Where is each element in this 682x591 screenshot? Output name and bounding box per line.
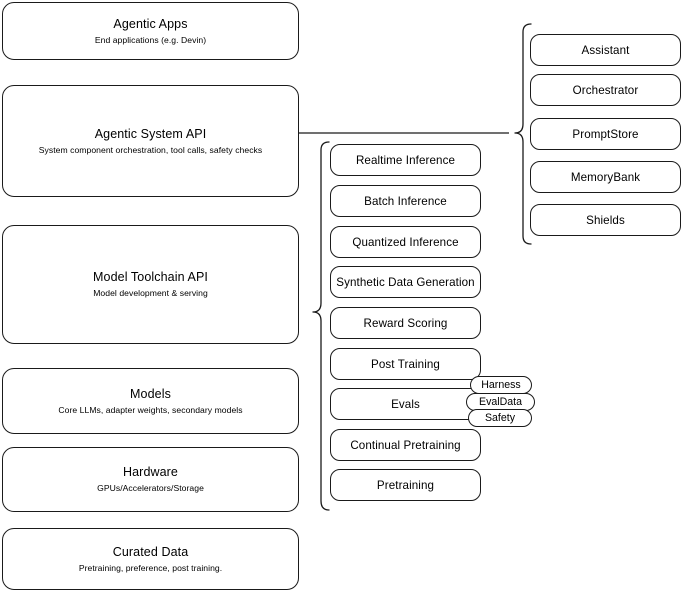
eval-badge-safety[interactable]: Safety — [468, 409, 532, 427]
toolchain-label: Batch Inference — [364, 194, 447, 208]
toolchain-box-realtime-inference[interactable]: Realtime Inference — [330, 144, 481, 176]
eval-badge-label: EvalData — [479, 396, 522, 408]
layer-box-agentic-apps[interactable]: Agentic Apps End applications (e.g. Devi… — [2, 2, 299, 60]
component-box-memorybank[interactable]: MemoryBank — [530, 161, 681, 193]
toolchain-box-reward-scoring[interactable]: Reward Scoring — [330, 307, 481, 339]
component-label: PromptStore — [572, 127, 639, 141]
toolchain-box-evals[interactable]: Evals — [330, 388, 481, 420]
toolchain-label: Continual Pretraining — [350, 438, 461, 452]
toolchain-box-synthetic-data-generation[interactable]: Synthetic Data Generation — [330, 266, 481, 298]
toolchain-box-pretraining[interactable]: Pretraining — [330, 469, 481, 501]
component-label: Shields — [586, 213, 625, 227]
layer-title: Agentic System API — [94, 126, 207, 141]
toolchain-label: Evals — [391, 397, 420, 411]
layer-title: Agentic Apps — [113, 16, 188, 31]
component-box-assistant[interactable]: Assistant — [530, 34, 681, 66]
layer-title: Model Toolchain API — [93, 270, 208, 284]
layer-subtitle: Pretraining, preference, post training. — [78, 562, 223, 573]
layer-title: Hardware — [123, 465, 178, 479]
toolchain-box-quantized-inference[interactable]: Quantized Inference — [330, 226, 481, 258]
toolchain-label: Reward Scoring — [363, 316, 448, 330]
connector-agentic-system-to-right-column — [299, 120, 535, 150]
toolchain-label: Post Training — [371, 357, 440, 371]
toolchain-box-post-training[interactable]: Post Training — [330, 348, 481, 380]
component-label: Orchestrator — [572, 83, 639, 97]
component-box-shields[interactable]: Shields — [530, 204, 681, 236]
component-box-orchestrator[interactable]: Orchestrator — [530, 74, 681, 106]
layer-title: Curated Data — [112, 544, 189, 559]
component-box-promptstore[interactable]: PromptStore — [530, 118, 681, 150]
toolchain-label: Quantized Inference — [352, 235, 459, 249]
toolchain-label: Pretraining — [376, 478, 435, 492]
toolchain-label: Realtime Inference — [355, 153, 456, 167]
layer-subtitle: End applications (e.g. Devin) — [94, 34, 207, 45]
brace-middle-column — [303, 138, 333, 518]
eval-badge-label: Safety — [484, 412, 516, 424]
toolchain-label: Synthetic Data Generation — [336, 275, 475, 289]
eval-badge-harness[interactable]: Harness — [470, 376, 532, 394]
layer-subtitle: GPUs/Accelerators/Storage — [97, 483, 204, 493]
layer-subtitle: Model development & serving — [93, 288, 208, 298]
layer-box-models[interactable]: Models Core LLMs, adapter weights, secon… — [2, 368, 299, 434]
layer-box-model-toolchain-api[interactable]: Model Toolchain API Model development & … — [2, 225, 299, 344]
toolchain-box-continual-pretraining[interactable]: Continual Pretraining — [330, 429, 481, 461]
layer-box-hardware[interactable]: Hardware GPUs/Accelerators/Storage — [2, 447, 299, 512]
layer-box-agentic-system-api[interactable]: Agentic System API System component orch… — [2, 85, 299, 197]
component-label: MemoryBank — [570, 170, 641, 184]
layer-title: Models — [130, 386, 171, 401]
toolchain-box-batch-inference[interactable]: Batch Inference — [330, 185, 481, 217]
layer-subtitle: System component orchestration, tool cal… — [38, 144, 263, 155]
component-label: Assistant — [581, 43, 630, 57]
layer-box-curated-data[interactable]: Curated Data Pretraining, preference, po… — [2, 528, 299, 590]
layer-subtitle: Core LLMs, adapter weights, secondary mo… — [58, 404, 243, 415]
eval-badge-label: Harness — [481, 379, 521, 391]
brace-right-column — [509, 20, 535, 250]
